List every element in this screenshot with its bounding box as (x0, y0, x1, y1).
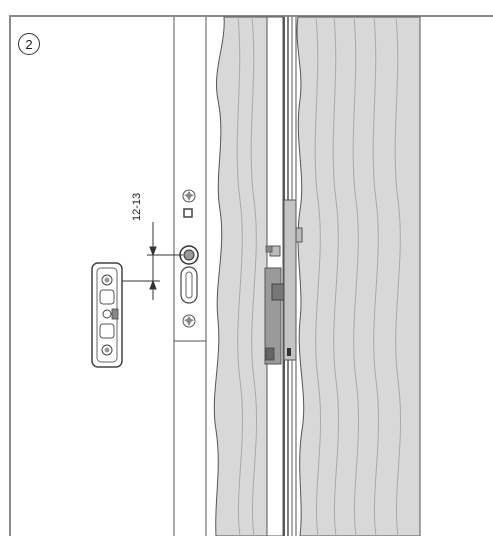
roller-cam (179, 245, 199, 304)
step-number-badge: 2 (18, 33, 40, 55)
torx-screw-icon-bottom (182, 314, 196, 328)
dimension-label: 12-13 (131, 192, 143, 221)
rail-hardware (264, 199, 303, 365)
square-marker (183, 208, 193, 218)
frame-hardware (179, 189, 199, 328)
frame-profile (173, 17, 207, 536)
dimension-lines (120, 222, 183, 300)
torx-screw-icon-top (182, 189, 196, 203)
wood-grain (236, 16, 402, 536)
strike-keeper-icon (91, 262, 123, 368)
wood-panel-right (296, 16, 421, 536)
